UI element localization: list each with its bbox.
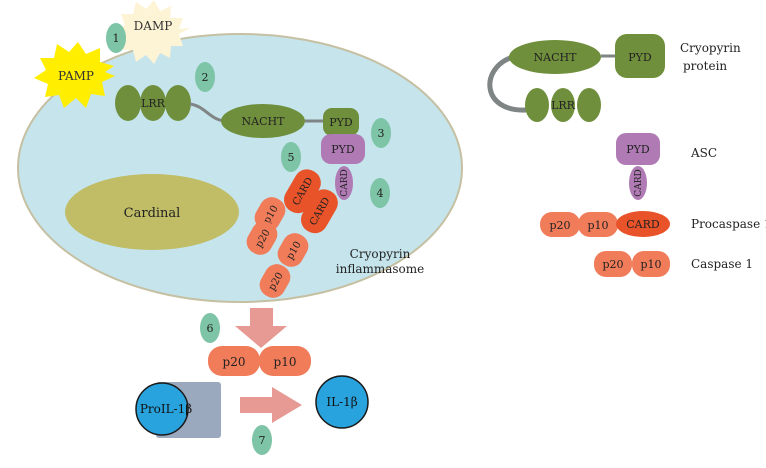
legend-cryopyrin-line1: Cryopyrin [680, 41, 741, 55]
caspase-p10-pill [259, 346, 311, 376]
legend-lrr-label: LRR [551, 99, 576, 112]
caspase-p10-label: p10 [274, 355, 297, 369]
lrr-domain [115, 85, 191, 121]
legend-caspase-p20-label: p20 [602, 258, 623, 271]
lrr-label: LRR [141, 97, 166, 110]
step-badge-6 [200, 313, 220, 343]
conversion-arrow [240, 387, 302, 423]
step-label-1: 1 [113, 32, 120, 45]
step-label-4: 4 [377, 187, 384, 200]
legend-procaspase-p10-label: p10 [587, 219, 608, 232]
legend-cryopyrin-pyd [615, 34, 665, 78]
cryopyrin-pyd-domain [323, 108, 359, 136]
il-circle [315, 375, 369, 429]
legend-cryopyrin-pyd-label: PYD [628, 51, 652, 64]
legend-lrr-domain [525, 88, 601, 122]
step-label-7: 7 [259, 434, 266, 447]
damp-burst [115, 0, 190, 64]
legend-cryopyrin-linker [487, 55, 527, 113]
legend-caspase-p10 [632, 251, 670, 277]
legend-asc-pyd [616, 133, 660, 165]
legend-caspase-p10-label: p10 [640, 258, 661, 271]
proil-label: ProIL-1β [140, 402, 192, 416]
legend-procaspase-p10 [578, 212, 618, 237]
step-badge-4 [370, 178, 390, 208]
legend-nacht-domain [509, 40, 601, 74]
inflammasome-label-line2: inflammasome [336, 262, 425, 276]
legend-procaspase-card [616, 211, 670, 237]
legend-procaspase-p20-label: p20 [549, 219, 570, 232]
legend-procaspase-p20 [540, 212, 580, 237]
proil-circle [135, 382, 189, 436]
procaspase-cluster: CARD CARD p10 p20 p10 p20 [246, 169, 338, 298]
step-badge-5 [281, 142, 301, 172]
step-badge-1 [106, 23, 126, 53]
caspase-p20-label: p20 [223, 355, 246, 369]
legend-procaspase-text: Procaspase 1 [691, 217, 766, 231]
nacht-label: NACHT [242, 115, 286, 128]
legend-nacht-label: NACHT [534, 51, 578, 64]
nacht-domain [221, 104, 305, 138]
step-badge-7 [252, 425, 272, 455]
legend-caspase-text: Caspase 1 [691, 257, 753, 271]
step-badge-3 [371, 118, 391, 148]
step-label-2: 2 [202, 71, 209, 84]
legend-procaspase-card-label: CARD [626, 218, 660, 231]
legend-asc-pyd-label: PYD [626, 143, 650, 156]
asc-pyd-domain [321, 134, 365, 164]
caspase-p20-pill [208, 346, 260, 376]
il-label: IL-1β [326, 395, 357, 409]
cardinal-label: Cardinal [124, 206, 181, 221]
cardinal-shape [65, 174, 239, 250]
asc-card-domain [335, 166, 353, 200]
cleavage-arrow [235, 308, 287, 348]
asc-card-label: CARD [340, 169, 350, 196]
legend-asc-card-label: CARD [634, 169, 644, 196]
cryopyrin-pyd-label: PYD [329, 116, 353, 129]
legend-asc-text: ASC [690, 146, 717, 160]
inflammasome-label-line1: Cryopyrin [350, 247, 411, 261]
legend-cryopyrin-line2: protein [683, 59, 727, 73]
step-badge-2 [195, 62, 215, 92]
step-label-3: 3 [378, 127, 385, 140]
legend-asc-card [629, 166, 647, 200]
step-label-6: 6 [207, 322, 214, 335]
step-label-5: 5 [288, 151, 295, 164]
pamp-star [34, 42, 115, 108]
damp-label: DAMP [134, 19, 173, 33]
asc-pyd-label: PYD [331, 143, 355, 156]
pamp-label: PAMP [58, 69, 94, 83]
legend-caspase-p20 [594, 251, 632, 277]
